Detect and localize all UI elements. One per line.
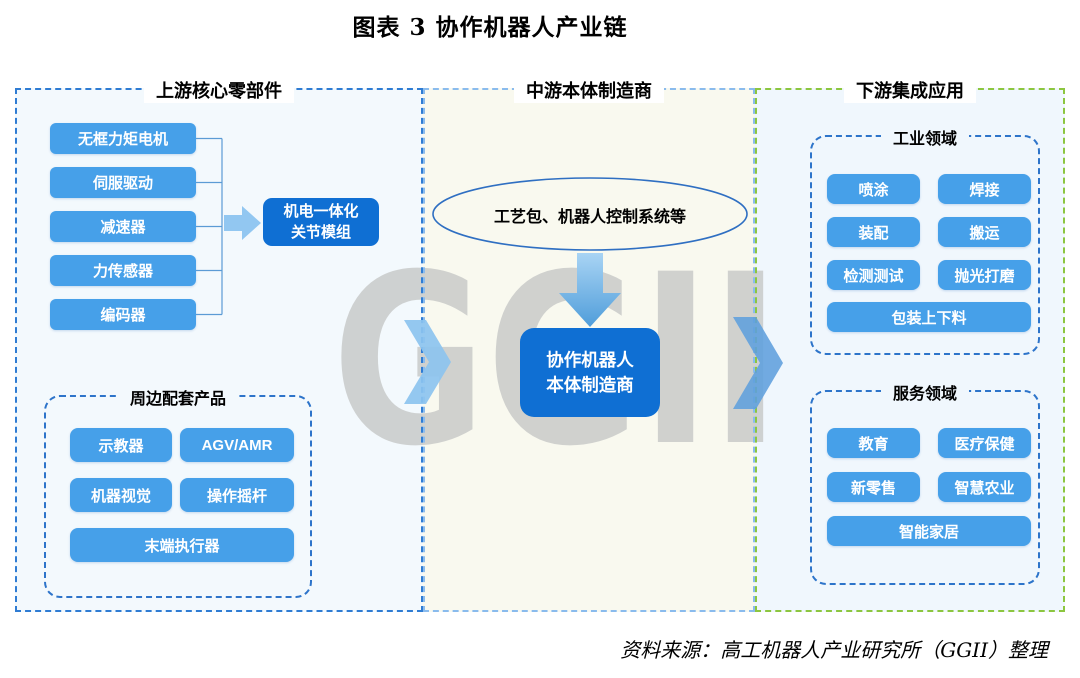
page-title: 图表 3 协作机器人产业链 <box>352 14 628 41</box>
component-box-frameless-torque-motor: 无框力矩电机 <box>50 123 196 154</box>
midstream-to-downstream-arrow-icon <box>733 317 783 409</box>
peripheral-box-teach-pendant: 示教器 <box>70 428 172 462</box>
peripheral-box-joystick: 操作摇杆 <box>180 478 294 512</box>
down-arrow <box>559 253 621 327</box>
joint-module-box: 机电一体化 关节模组 <box>263 198 379 246</box>
service-box-smart-agriculture: 智慧农业 <box>938 472 1031 502</box>
industrial-box-spraying: 喷涂 <box>827 174 920 204</box>
cobot-manufacturer-box: 协作机器人 本体制造商 <box>520 328 660 417</box>
data-source-note: 资料来源：高工机器人产业研究所（GGII）整理 <box>620 638 1048 662</box>
industrial-box-polishing-grinding: 抛光打磨 <box>938 260 1031 290</box>
upstream-to-midstream-arrow-icon <box>404 320 451 404</box>
industrial-box-packaging-loading: 包装上下料 <box>827 302 1031 332</box>
component-box-servo-drive: 伺服驱动 <box>50 167 196 198</box>
component-box-reducer: 减速器 <box>50 211 196 242</box>
industrial-field-panel: 工业领域 喷涂 焊接 装配 搬运 检测测试 抛光打磨 包装上下料 <box>810 125 1040 355</box>
peripheral-box-machine-vision: 机器视觉 <box>70 478 172 512</box>
service-box-healthcare: 医疗保健 <box>938 428 1031 458</box>
service-field-title: 服务领域 <box>880 380 970 404</box>
service-box-smart-home: 智能家居 <box>827 516 1031 546</box>
industrial-box-inspection-testing: 检测测试 <box>827 260 920 290</box>
midstream-panel: 中游本体制造商 工艺包、机器人控制系统等 协作机器人 本体制造商 <box>423 77 755 612</box>
peripheral-products-panel: 周边配套产品 示教器 AGV/AMR 机器视觉 操作摇杆 末端执行器 <box>44 385 312 598</box>
service-field-panel: 服务领域 教育 医疗保健 新零售 智慧农业 智能家居 <box>810 380 1040 585</box>
component-box-encoder: 编码器 <box>50 299 196 330</box>
industrial-box-welding: 焊接 <box>938 174 1031 204</box>
control-system-label: 工艺包、机器人控制系统等 <box>493 209 686 226</box>
peripheral-box-agv-amr: AGV/AMR <box>180 428 294 462</box>
industrial-box-handling: 搬运 <box>938 217 1031 247</box>
service-box-education: 教育 <box>827 428 920 458</box>
component-bracket-arrow <box>196 137 261 316</box>
upstream-panel-title: 上游核心零部件 <box>144 77 294 103</box>
component-box-force-sensor: 力传感器 <box>50 255 196 286</box>
downstream-panel: 下游集成应用 工业领域 喷涂 焊接 装配 搬运 检测测试 抛光打磨 包装上下料 … <box>755 77 1065 612</box>
peripheral-products-title: 周边配套产品 <box>117 385 239 409</box>
industrial-field-title: 工业领域 <box>880 125 970 149</box>
industrial-box-assembly: 装配 <box>827 217 920 247</box>
control-system-ellipse <box>432 177 748 251</box>
upstream-panel: 上游核心零部件 无框力矩电机 伺服驱动 减速器 力传感器 编码器 机电一体化 关… <box>15 77 423 612</box>
midstream-panel-title: 中游本体制造商 <box>514 77 664 103</box>
downstream-panel-title: 下游集成应用 <box>844 77 976 103</box>
peripheral-box-end-effector: 末端执行器 <box>70 528 294 562</box>
service-box-new-retail: 新零售 <box>827 472 920 502</box>
